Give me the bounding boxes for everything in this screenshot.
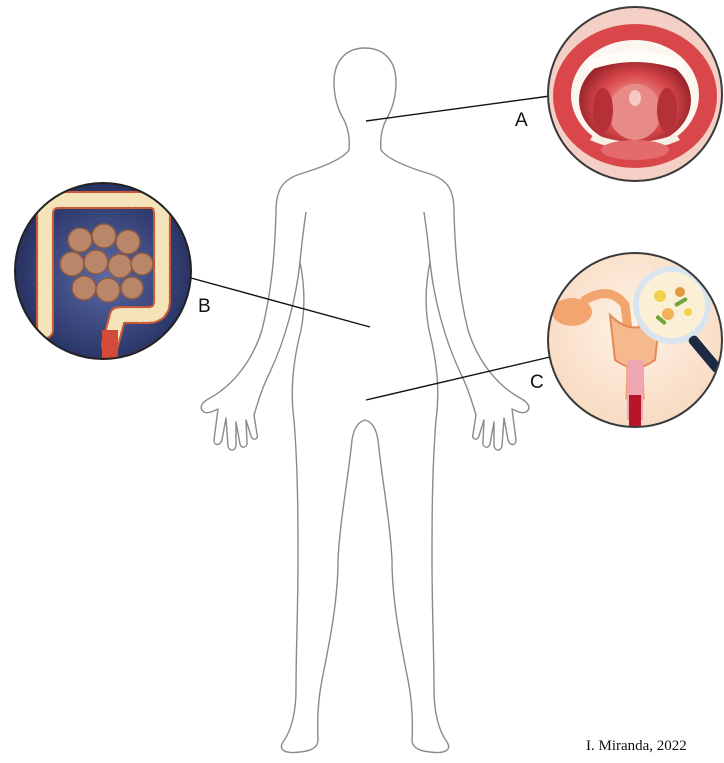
label-a: A [515,110,528,132]
female-reproductive-system-icon [540,250,724,440]
leader-line-b [191,278,370,327]
open-mouth-throat-icon [540,0,724,190]
human-body-outline [201,48,529,753]
label-b: B [198,296,211,318]
image-credit: I. Miranda, 2022 [586,738,687,755]
label-c: C [530,372,544,394]
leader-line-c [366,357,550,400]
large-intestine-icon [10,180,200,370]
leader-lines [191,96,550,400]
